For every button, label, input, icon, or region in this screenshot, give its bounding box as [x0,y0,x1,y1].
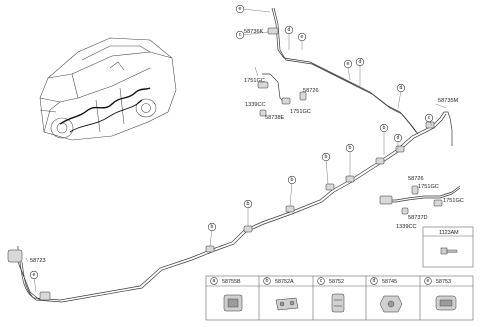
callout-d-right: d [396,83,406,93]
clip-a-icon [223,294,243,312]
svg-text:b: b [383,125,386,131]
label-58723: 58723 [30,258,46,264]
single-part-number: 1123AM [439,230,459,236]
svg-text:b: b [349,145,352,151]
svg-text:a: a [213,278,216,284]
svg-text:b: b [325,154,328,160]
callout-b-2: b [345,143,355,153]
legend-part-e: 58753 [436,279,451,285]
svg-text:c: c [428,115,431,121]
svg-text:d: d [400,85,403,91]
svg-text:c: c [239,32,242,38]
callout-e-top: e [235,4,245,14]
label-58738E: 58738E [265,115,285,121]
callout-b-6: b [207,222,217,232]
legend-item-c: c 58752 [317,277,345,313]
callout-c-top: c [235,30,245,40]
legend-item-e: e 58753 [424,277,457,311]
brake-tube-main [17,7,461,303]
svg-text:e: e [239,6,242,12]
single-part-box: 1123AM [422,226,474,268]
svg-text:b: b [266,278,269,284]
callout-b-5: b [243,199,253,209]
callout-d-mid: d [355,57,365,67]
legend-item-a: a 58755B [210,277,243,312]
svg-text:b: b [247,201,250,207]
label-58736K: 58736K [244,29,264,35]
svg-text:e: e [301,34,304,40]
svg-text:b: b [291,177,294,183]
svg-text:d: d [288,27,291,33]
svg-text:e: e [427,278,430,284]
callout-circles: e c d e e d d c b d b b b b b e [29,4,434,280]
bolt-icon [440,247,458,255]
label-58726-top: 58726 [303,88,319,94]
legend-part-d: 58745 [382,279,397,285]
label-1751GC-right-b: 1751GC [443,198,464,204]
hardware-parts [7,27,443,301]
callout-d-lower: d [393,133,403,143]
label-58737D: 58737D [408,215,428,221]
svg-text:d: d [397,135,400,141]
legend-part-c: 58752 [329,279,344,285]
callout-e-bottom: e [29,270,39,280]
callout-d-top-1: d [284,25,294,35]
legend-table: a 58755B b 58752A c 58752 [205,275,474,321]
label-1339CC-top: 1339CC [245,102,266,108]
legend-item-d: d 58745 [370,277,403,313]
callout-b-4: b [287,175,297,185]
callout-e-mid: e [343,59,353,69]
minivan-illustration [39,37,177,141]
legend-part-a: 58755B [222,279,241,285]
callout-e-top-2: e [297,32,307,42]
clip-b-icon [275,297,299,311]
legend-part-b: 58752A [275,279,294,285]
svg-text:e: e [347,61,350,67]
svg-text:e: e [33,272,36,278]
callout-b-1: b [379,123,389,133]
label-58735M: 58735M [438,98,459,104]
svg-text:b: b [211,224,214,230]
label-1751GC-top-left: 1751GC [244,78,265,84]
label-1751GC-right-a: 1751GC [418,184,439,190]
part-labels: 58736K 1751GC 1339CC 58726 1751GC 58738E… [30,29,464,264]
clip-c-icon [331,293,345,313]
svg-text:d: d [359,59,362,65]
label-58726-right: 58726 [408,176,424,182]
svg-text:c: c [320,278,323,284]
svg-text:d: d [373,278,376,284]
callout-leaders [25,8,447,293]
clip-d-icon [379,295,403,313]
clip-e-icon [435,295,457,311]
label-1339CC-right: 1339CC [396,224,417,230]
label-1751GC-top-mid: 1751GC [290,109,311,115]
callout-b-3: b [321,152,331,162]
legend-item-b: b 58752A [263,277,299,311]
callout-c-right: c [424,113,434,123]
